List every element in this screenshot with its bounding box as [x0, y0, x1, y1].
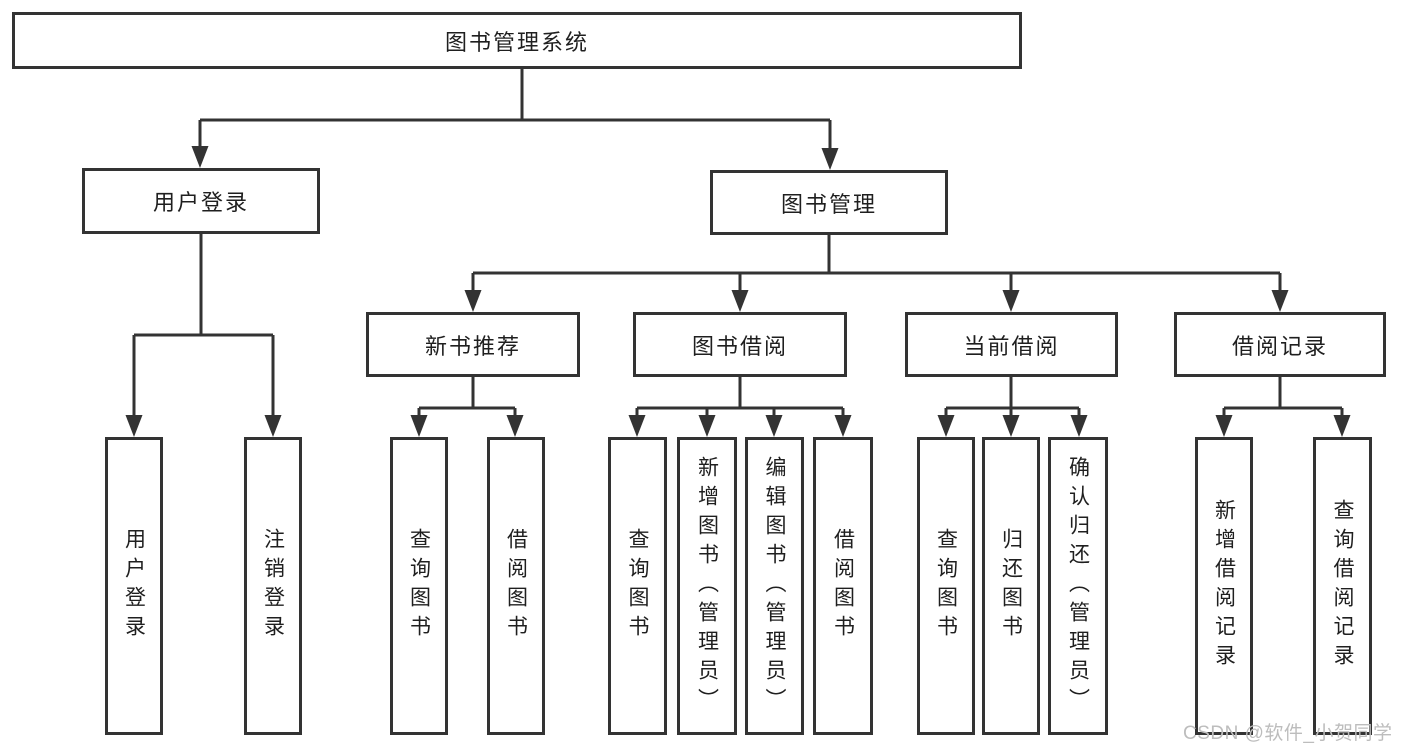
- connector-new-book-children: [410, 377, 524, 437]
- csdn-watermark: CSDN @软件_小贺同学: [1183, 723, 1393, 744]
- leaf-borrow-books: 借阅图书: [813, 437, 873, 735]
- connector-root-to-level2: [191, 68, 839, 170]
- leaf-query-borrow-record: 查询借阅记录: [1313, 437, 1372, 735]
- node-borrowing-records: 借阅记录: [1174, 312, 1386, 377]
- leaf-return-books: 归还图书: [982, 437, 1040, 735]
- leaf-borrow-books-newrec: 借阅图书: [487, 437, 545, 735]
- leaf-query-books-current: 查询图书: [917, 437, 975, 735]
- leaf-add-borrow-record: 新增借阅记录: [1195, 437, 1253, 735]
- connector-book-borrow-children: [628, 377, 852, 437]
- node-user-login: 用户登录: [82, 168, 320, 234]
- connector-user-login-children: [125, 234, 282, 437]
- node-book-borrowing: 图书借阅: [633, 312, 847, 377]
- leaf-edit-books-admin: 编辑图书（管理员）: [745, 437, 804, 735]
- node-new-book-recommendation: 新书推荐: [366, 312, 580, 377]
- connector-book-mgmt-to-modules: [464, 235, 1289, 312]
- leaf-confirm-return-admin: 确认归还（管理员）: [1048, 437, 1108, 735]
- node-root-system: 图书管理系统: [12, 12, 1022, 69]
- connector-borrow-records-children: [1215, 377, 1351, 437]
- node-current-borrowing: 当前借阅: [905, 312, 1118, 377]
- connector-current-borrow-children: [937, 377, 1088, 437]
- leaf-user-login: 用户登录: [105, 437, 163, 735]
- leaf-query-books-borrow: 查询图书: [608, 437, 667, 735]
- leaf-add-books-admin: 新增图书（管理员）: [677, 437, 737, 735]
- leaf-query-books-newrec: 查询图书: [390, 437, 448, 735]
- leaf-logout: 注销登录: [244, 437, 302, 735]
- node-book-management: 图书管理: [710, 170, 948, 235]
